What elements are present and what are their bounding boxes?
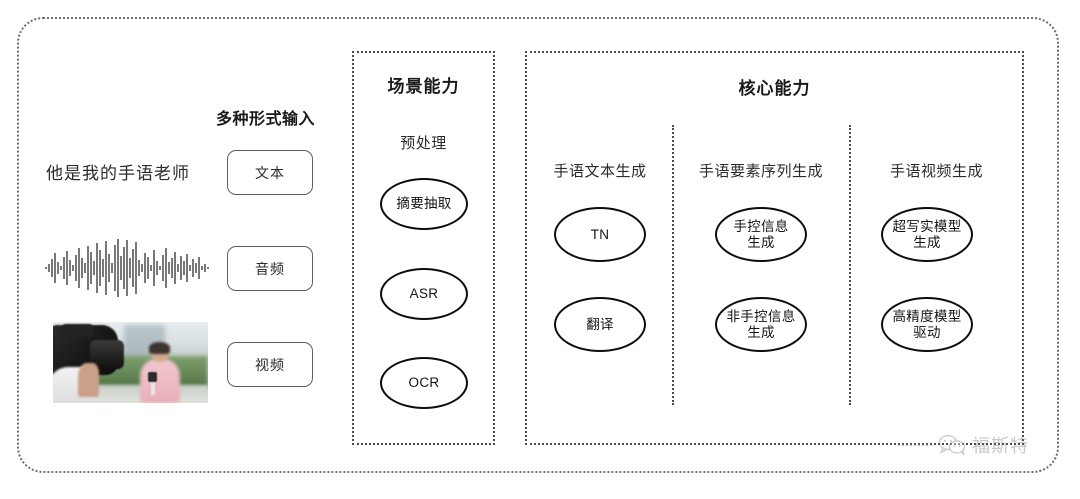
watermark-brand-text: 福斯特 — [972, 436, 1029, 456]
watermark: 福斯特 — [898, 432, 1029, 458]
sample-sentence-text: 他是我的手语老师 — [46, 164, 190, 183]
core-column-label-sign-element-sequence-generation: 手语要素序列生成 — [698, 163, 823, 180]
modality-box-text[interactable]: 文本 — [227, 150, 313, 195]
core-node-tn[interactable]: TN — [554, 207, 646, 262]
core-column-label-sign-video-generation: 手语视频生成 — [889, 163, 983, 180]
core-column-divider-1 — [672, 125, 674, 405]
scene-group-label-preprocess: 预处理 — [400, 135, 447, 152]
core-panel-title: 核心能力 — [738, 79, 811, 98]
audio-waveform-icon — [45, 239, 209, 297]
core-node-translation[interactable]: 翻译 — [554, 297, 646, 352]
input-section-heading: 多种形式输入 — [216, 111, 316, 128]
scene-node-ocr[interactable]: OCR — [380, 357, 468, 409]
scene-node-asr[interactable]: ASR — [380, 268, 468, 320]
core-capability-panel: 核心能力 — [525, 51, 1024, 445]
watermark-dotted-lead — [898, 444, 932, 446]
scene-node-summary-extraction[interactable]: 摘要抽取 — [380, 178, 468, 230]
scene-panel-title: 场景能力 — [387, 77, 460, 96]
core-column-divider-2 — [849, 125, 851, 405]
outer-dotted-frame — [17, 17, 1059, 473]
core-node-manual-info-generation[interactable]: 手控信息生成 — [715, 207, 807, 262]
core-node-photorealistic-model-generation[interactable]: 超写实模型生成 — [881, 207, 973, 262]
scene-capability-panel: 场景能力 — [352, 51, 495, 445]
core-column-label-sign-text-generation: 手语文本生成 — [553, 163, 647, 180]
video-thumbnail-image — [53, 322, 208, 403]
core-node-high-precision-model-driving[interactable]: 高精度模型驱动 — [881, 297, 973, 352]
modality-box-video[interactable]: 视频 — [227, 342, 313, 387]
wechat-icon — [938, 434, 966, 456]
core-node-nonmanual-info-generation[interactable]: 非手控信息生成 — [715, 297, 807, 352]
modality-box-audio[interactable]: 音频 — [227, 246, 313, 291]
